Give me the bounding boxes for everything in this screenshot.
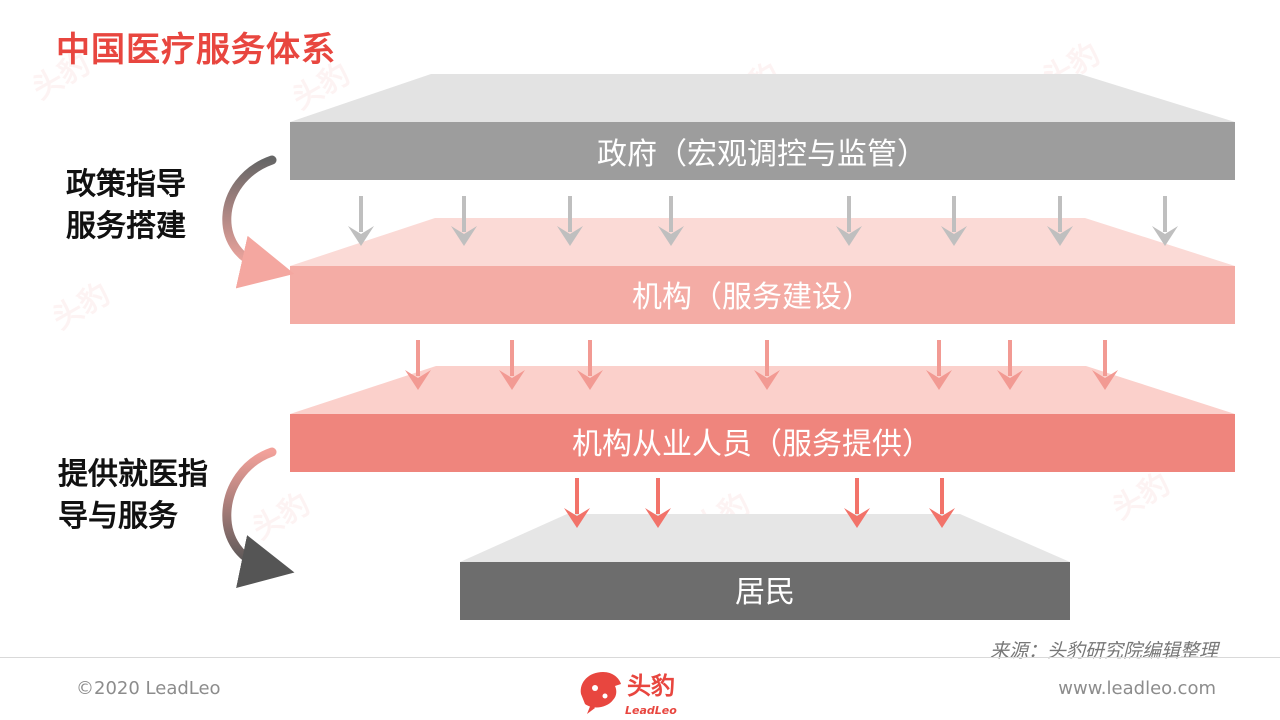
layer-institution-band — [290, 266, 1235, 324]
arrow-down-icon — [348, 196, 374, 246]
arrows-institution-to-practitioner — [405, 340, 1118, 390]
website-link[interactable]: www.leadleo.com — [1058, 678, 1216, 699]
side-label-line: 政策指导 — [66, 167, 186, 202]
side-label-line: 导与服务 — [58, 499, 178, 534]
copyright: ©2020 LeadLeo — [76, 678, 221, 699]
leopard-head-icon — [580, 672, 621, 714]
arrow-down-icon — [926, 340, 952, 390]
watermark-text: 头豹 — [47, 277, 116, 337]
arrow-down-icon — [451, 196, 477, 246]
arrow-down-icon — [405, 340, 431, 390]
logo-sub: LeadLeo — [625, 704, 677, 717]
layer-government-top — [290, 74, 1235, 122]
curved-arrow-bottom-icon — [222, 447, 295, 588]
page-title: 中国医疗服务体系 — [56, 30, 336, 70]
footer-divider — [0, 657, 1280, 658]
layer-resident-band — [460, 562, 1070, 620]
watermark-text: 头豹 — [247, 487, 316, 547]
layer-government-label: 政府（宏观调控与监管） — [597, 137, 927, 172]
arrow-down-icon — [1152, 196, 1178, 246]
side-label-line: 服务搭建 — [66, 209, 186, 244]
arrow-down-icon — [754, 340, 780, 390]
layer-resident-top — [460, 514, 1070, 562]
curved-arrow-top-icon — [222, 155, 295, 289]
watermark-text: 头豹 — [1107, 467, 1176, 527]
arrow-down-icon — [844, 478, 870, 528]
layer-institution-label: 机构（服务建设） — [632, 280, 872, 315]
arrow-down-icon — [1047, 196, 1073, 246]
arrow-down-icon — [941, 196, 967, 246]
arrow-down-icon — [1092, 340, 1118, 390]
arrow-down-icon — [658, 196, 684, 246]
arrows-government-to-institution — [348, 196, 1178, 246]
layer-practitioner-band — [290, 414, 1235, 472]
arrow-down-icon — [557, 196, 583, 246]
leadleo-logo: 头豹 LeadLeo — [580, 672, 677, 717]
arrow-down-icon — [836, 196, 862, 246]
source-note: 来源：头豹研究院编辑整理 — [989, 640, 1218, 662]
arrow-down-icon — [645, 478, 671, 528]
layer-practitioner-top — [290, 366, 1235, 414]
arrow-down-icon — [929, 478, 955, 528]
layer-practitioner-label: 机构从业人员（服务提供） — [572, 427, 932, 462]
arrow-down-icon — [499, 340, 525, 390]
arrow-down-icon — [997, 340, 1023, 390]
layer-government-band — [290, 122, 1235, 180]
side-label-line: 提供就医指 — [58, 457, 208, 492]
arrows-practitioner-to-resident — [564, 478, 955, 528]
watermark-text: 头豹 — [27, 47, 96, 107]
arrow-down-icon — [564, 478, 590, 528]
side-label-service: 提供就医指 导与服务 — [58, 454, 208, 538]
layer-institution-top — [290, 218, 1235, 266]
layer-resident-label: 居民 — [735, 575, 795, 610]
logo-text: 头豹 — [627, 672, 675, 700]
arrow-down-icon — [577, 340, 603, 390]
side-label-policy: 政策指导 服务搭建 — [66, 164, 186, 248]
